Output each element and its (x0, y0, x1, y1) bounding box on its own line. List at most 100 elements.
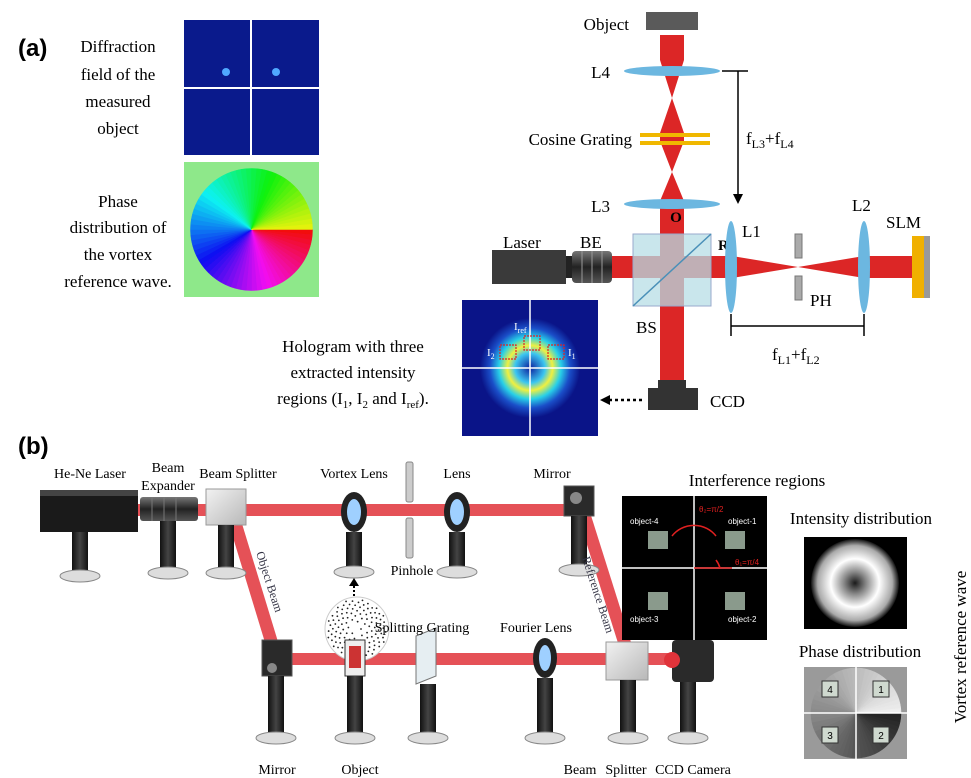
hologram-caption-line: extracted intensity (290, 363, 416, 382)
diffraction-caption: Diffraction field of the measured object (80, 37, 156, 138)
label-i1: I1 (568, 347, 576, 361)
lens-l4 (624, 66, 720, 76)
label-phase-distribution: Phase distribution (799, 642, 922, 661)
ccd-camera-b (664, 640, 714, 745)
label-mirror-bottom: Mirror (258, 763, 296, 778)
hologram-image: Iref I2 I1 (462, 300, 598, 436)
vortex-lens-arrow (349, 578, 359, 596)
label-beam-bottom: Beam (564, 763, 597, 778)
label-he-ne-laser: He-Ne Laser (54, 467, 126, 482)
label-pinhole: Pinhole (391, 564, 434, 579)
vortex-lens (333, 492, 375, 579)
panel-a-label: (a) (18, 35, 47, 62)
pinhole-a (794, 233, 803, 301)
vortex-phase-image (184, 162, 319, 297)
label-object: Object (584, 15, 630, 34)
phase-quadrant-label: 2 (878, 731, 884, 742)
label-vortex-lens: Vortex Lens (320, 467, 388, 482)
ccd-to-hologram-arrow (600, 395, 642, 405)
label-l1: L1 (742, 222, 761, 241)
label-splitter-bottom: Splitter (605, 763, 647, 778)
object-plate (646, 12, 698, 30)
ccd-a (648, 380, 698, 410)
label-interference-regions: Interference regions (689, 471, 825, 490)
object-label: object-3 (630, 615, 659, 624)
phase-caption-line: Phase (98, 192, 138, 211)
lens-l2 (858, 221, 870, 313)
cosine-grating (640, 133, 710, 145)
phase-distribution-image: 4 1 3 2 (804, 667, 907, 759)
label-cosine-grating: Cosine Grating (529, 130, 633, 149)
diffraction-caption-line: field of the (81, 65, 156, 84)
beam-splitter-a (632, 233, 712, 307)
he-ne-laser (40, 490, 138, 583)
panel-b-label: (b) (18, 433, 49, 460)
label-f-l3-l4: fL3+fL4 (746, 129, 794, 151)
label-vortex-reference-wave: Vortex reference wave (951, 571, 970, 724)
mirror-bottom (255, 639, 297, 745)
label-beam-expander: Expander (141, 479, 195, 494)
label-i2: I2 (487, 347, 495, 361)
label-laser: Laser (503, 233, 541, 252)
label-f-l1-l2: fL1+fL2 (772, 345, 820, 367)
hologram-caption-regions: regions (I1, I2 and Iref). (277, 389, 429, 411)
diffraction-caption-line: Diffraction (80, 37, 156, 56)
diffraction-field-image (184, 20, 319, 155)
beam-splitter-b-top (205, 488, 247, 580)
laser-a (492, 250, 612, 284)
label-slm: SLM (886, 213, 921, 232)
lens-l1 (725, 221, 737, 313)
lens-b (436, 492, 478, 579)
mirror-top (558, 485, 600, 577)
phase-caption: Phase distribution of the vortex referen… (64, 192, 172, 291)
object-label: object-4 (630, 517, 659, 526)
intensity-distribution-image (804, 537, 907, 629)
beam-splitter-b-bottom (605, 641, 649, 745)
label-i-ref: Iref (514, 321, 527, 335)
hologram-caption-line: Hologram with three (282, 337, 424, 356)
phase-caption-line: distribution of (70, 218, 167, 237)
label-o: O (670, 210, 682, 226)
label-l2: L2 (852, 196, 871, 215)
theta-label: θ₂=π/2 (699, 505, 724, 514)
label-be: BE (580, 233, 602, 252)
diffraction-caption-line: object (97, 119, 139, 138)
pinhole-b (405, 461, 414, 559)
lens-l3 (624, 199, 720, 209)
label-l3: L3 (591, 197, 610, 216)
slm (912, 236, 930, 298)
object-label: object-2 (728, 615, 757, 624)
phase-caption-line: reference wave. (64, 272, 172, 291)
label-object-b: Object (341, 763, 378, 778)
object-b (334, 639, 376, 745)
object-label: object-1 (728, 517, 757, 526)
label-mirror-top: Mirror (533, 467, 571, 482)
label-fourier-lens: Fourier Lens (500, 621, 572, 636)
phase-caption-line: the vortex (84, 245, 153, 264)
label-lens: Lens (443, 467, 470, 482)
label-r: R (718, 238, 729, 254)
fourier-lens (524, 638, 566, 745)
interference-regions-image: object-4 object-1 object-3 object-2 θ₂=π… (622, 496, 767, 640)
label-beam-expander: Beam (152, 461, 185, 476)
label-ph: PH (810, 291, 832, 310)
label-bs: BS (636, 318, 657, 337)
label-ccd-camera: CCD Camera (655, 763, 732, 778)
beam-expander (140, 497, 198, 580)
f-l3-l4-bracket (722, 70, 748, 204)
hologram-caption: Hologram with three extracted intensity … (277, 337, 429, 411)
phase-quadrant-label: 3 (827, 731, 833, 742)
theta-label: θ₁=π/4 (735, 558, 760, 567)
diffraction-caption-line: measured (85, 92, 151, 111)
splitting-grating (407, 627, 449, 745)
phase-quadrant-label: 4 (827, 685, 833, 696)
label-ccd: CCD (710, 392, 745, 411)
f-l1-l2-bracket (730, 314, 865, 336)
label-beam-splitter: Beam Splitter (199, 467, 277, 482)
label-l4: L4 (591, 63, 610, 82)
label-intensity-distribution: Intensity distribution (790, 509, 933, 528)
label-splitting-grating: Splitting Grating (375, 621, 470, 636)
phase-quadrant-label: 1 (878, 685, 884, 696)
